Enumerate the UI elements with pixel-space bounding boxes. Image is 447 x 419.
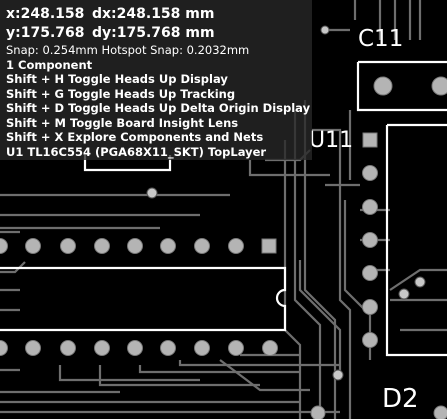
hud-component-count: 1 Component [6, 58, 93, 72]
designator-d2: D2 [382, 384, 419, 414]
d2-pads [310, 405, 447, 419]
heads-up-display: x:248.158 dx:248.158 mm y:175.768 dy:175… [0, 0, 312, 160]
hud-y-coordinate: y:175.768 [6, 25, 85, 41]
hud-snap-info: Snap: 0.254mm Hotspot Snap: 0.2032mm [6, 43, 250, 57]
u1-pads-bottom-row [0, 340, 278, 356]
c11-pads [373, 76, 447, 96]
hud-shortcut-toggle-tracking: Shift + G Toggle Heads Up Tracking [6, 87, 236, 101]
hud-component-info: U1 TL16C554 (PGA68X11_SKT) TopLayer [6, 145, 267, 159]
hud-x-coordinate: x:248.158 [6, 6, 85, 22]
designator-u11: U11 [309, 128, 354, 153]
hud-shortcut-explore-components: Shift + X Explore Components and Nets [6, 130, 264, 144]
hud-dy-coordinate: dy:175.768 mm [92, 25, 215, 41]
silkscreen-outlines [0, 60, 447, 357]
hud-shortcut-toggle-insight-lens: Shift + M Toggle Board Insight Lens [6, 116, 239, 130]
designator-c11: C11 [358, 26, 404, 52]
u1-pads-top-row [0, 238, 277, 254]
hud-shortcut-toggle-delta-origin: Shift + D Toggle Heads Up Delta Origin D… [6, 101, 311, 115]
vias [146, 25, 426, 381]
hud-dx-coordinate: dx:248.158 mm [92, 6, 215, 22]
u11-pads [362, 132, 378, 348]
hud-shortcut-toggle-hud: Shift + H Toggle Heads Up Display [6, 72, 228, 86]
